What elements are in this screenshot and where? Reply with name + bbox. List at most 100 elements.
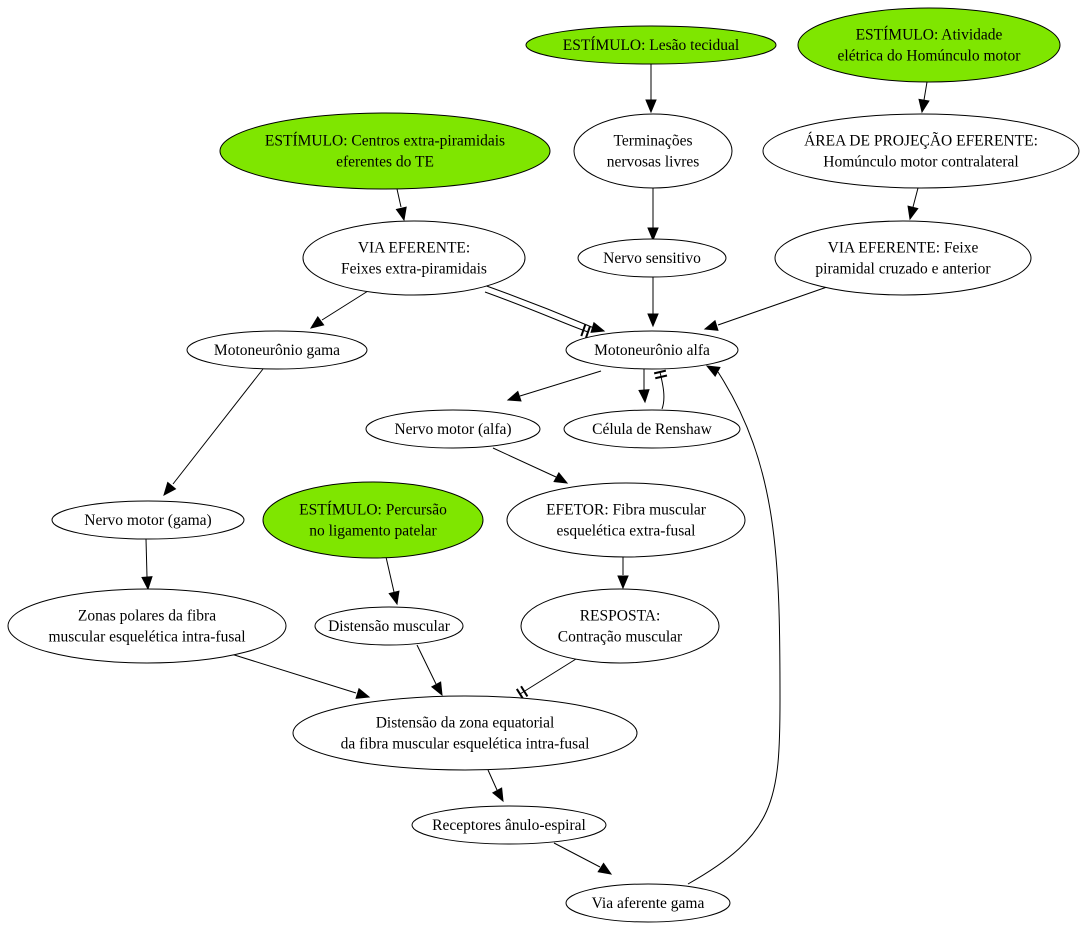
node-label: Motoneurônio gama: [214, 342, 340, 359]
node-ellipse: [314, 606, 464, 646]
arrowhead-icon: [617, 575, 629, 590]
node-distensao-equatorial: Distensão da zona equatorial da fibra mus…: [292, 695, 638, 771]
arrowhead-icon: [645, 99, 657, 114]
edge-nervo-motor-gama-to-zonas-polares: [141, 538, 153, 591]
edge-line: [717, 286, 828, 326]
arrowhead-icon: [491, 787, 504, 803]
node-label: nervosas livres: [607, 154, 700, 171]
node-ellipse: [577, 238, 727, 278]
arrowhead-icon: [388, 590, 400, 606]
node-ellipse: [563, 409, 741, 449]
arrowhead-icon: [590, 321, 606, 333]
node-label: elétrica do Homúnculo motor: [838, 48, 1022, 65]
edge-line: [519, 658, 577, 695]
node-motoneuronio-alfa: Motoneurônio alfa: [565, 330, 739, 370]
node-ellipse: [565, 883, 731, 923]
arrowhead-icon: [647, 227, 659, 242]
edge-via-extrapiramidal-to-motoneuronio-alfa: [484, 291, 591, 338]
node-label: Zonas polares da fibra: [78, 608, 216, 625]
arrowhead-icon: [907, 205, 919, 221]
edge-resposta-to-distensao-equatorial: [515, 658, 577, 700]
edge-line: [487, 769, 498, 791]
inhibition-bar-icon: [655, 374, 668, 380]
edge-renshaw-to-motoneuronio-alfa: [653, 369, 668, 410]
node-ellipse: [186, 330, 368, 370]
node-label: EFETOR: Fibra muscular: [546, 502, 707, 519]
node-resposta: RESPOSTA: Contração muscular: [520, 588, 720, 664]
node-label: RESPOSTA:: [580, 608, 661, 625]
arrowhead-icon: [647, 313, 659, 328]
node-ellipse: [411, 805, 607, 845]
node-label: Motoneurônio alfa: [594, 342, 710, 359]
node-ellipse: [797, 7, 1061, 83]
node-efetor: EFETOR: Fibra muscular esquelética extra-…: [506, 482, 746, 558]
edge-line: [492, 447, 557, 478]
inhibition-bar-icon: [580, 324, 587, 337]
node-nervo-motor-alfa: Nervo motor (alfa): [365, 409, 541, 449]
edge-estimulo-extrapiramidais-to-via-extrapiramidal: [395, 188, 407, 222]
node-ellipse: [292, 695, 638, 771]
node-label: Homúnculo motor contralateral: [823, 154, 1018, 171]
arrowhead-icon: [309, 315, 325, 329]
edge-motoneuronio-alfa-to-renshaw: [638, 369, 650, 404]
node-ellipse: [565, 330, 739, 370]
edge-via-piramidal-to-motoneuronio-alfa: [703, 286, 828, 331]
node-label: esquelética extra-fusal: [557, 523, 696, 540]
edge-line: [687, 371, 781, 885]
node-label: VIA EFERENTE:: [358, 240, 470, 257]
node-via-extrapiramidal: VIA EFERENTE:Feixes extra-piramidais: [302, 220, 526, 296]
edge-via-aferente-to-motoneuronio-alfa: [687, 365, 781, 885]
node-ellipse: [525, 25, 777, 65]
arrowhead-icon: [395, 206, 407, 222]
arrowhead-icon: [355, 687, 371, 699]
node-label: ÁREA DE PROJEÇÃO EFERENTE:: [804, 133, 1038, 150]
edge-estimulo-percussao-to-distensao-muscular: [385, 556, 400, 606]
edge-line: [227, 652, 357, 694]
node-nervo-motor-gama: Nervo motor (gama): [51, 500, 245, 540]
edge-via-extrapiramidal-to-motoneuronio-alfa: [480, 283, 606, 333]
edge-line: [480, 283, 595, 329]
edge-receptores-to-via-aferente: [553, 842, 613, 875]
arrowhead-icon: [638, 389, 650, 404]
arrowhead-icon: [163, 481, 177, 497]
arrowhead-icon: [506, 390, 522, 402]
edge-line: [923, 81, 928, 101]
node-label: piramidal cruzado e anterior: [815, 261, 991, 278]
edge-line: [519, 370, 602, 397]
node-ellipse: [762, 113, 1080, 189]
edge-line: [912, 187, 919, 208]
edge-nervo-sensitivo-to-motoneuronio-alfa: [647, 277, 659, 328]
arrowhead-icon: [430, 681, 443, 697]
edge-area-projecao-to-via-piramidal: [907, 187, 919, 221]
node-label: Contração muscular: [558, 629, 683, 646]
node-renshaw: Célula de Renshaw: [563, 409, 741, 449]
edge-terminacoes-to-nervo-sensitivo: [647, 188, 659, 242]
node-label: Distensão da zona equatorial: [376, 715, 555, 732]
edge-zonas-polares-to-distensao-equatorial: [227, 652, 371, 699]
arrowhead-icon: [703, 319, 719, 331]
node-estimulo-lesao: ESTÍMULO: Lesão tecidual: [525, 25, 777, 65]
node-label: Célula de Renshaw: [592, 421, 712, 438]
node-ellipse: [506, 482, 746, 558]
node-ellipse: [573, 113, 733, 189]
edge-line: [416, 644, 437, 685]
inhibition-bar-icon: [520, 685, 529, 697]
node-estimulo-extrapiramidais: ESTÍMULO: Centros extra-piramidaiseferen…: [219, 112, 551, 190]
edge-line: [172, 368, 264, 485]
node-label: Nervo sensitivo: [603, 250, 701, 267]
edge-line: [659, 371, 665, 410]
node-ellipse: [365, 409, 541, 449]
node-label: ESTÍMULO: Lesão tecidual: [563, 37, 739, 54]
node-label: Receptores ânulo-espiral: [432, 817, 586, 834]
node-receptores: Receptores ânulo-espiral: [411, 805, 607, 845]
node-label: eferentes do TE: [336, 154, 434, 171]
arrowhead-icon: [705, 365, 721, 378]
node-nervo-sensitivo: Nervo sensitivo: [577, 238, 727, 278]
node-label: Nervo motor (gama): [84, 512, 211, 529]
edge-distensao-muscular-to-distensao-equatorial: [416, 644, 443, 697]
node-label: da fibra muscular esquelética intra-fusa…: [341, 736, 590, 753]
edge-layer: [141, 64, 930, 885]
node-label: Terminações: [614, 133, 693, 150]
